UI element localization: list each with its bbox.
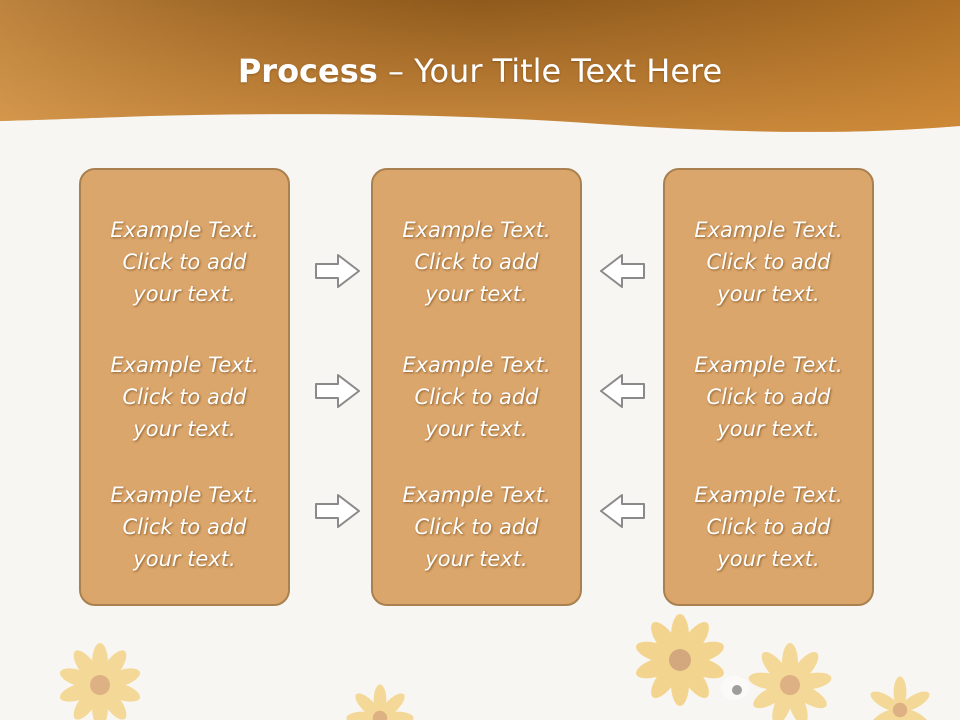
- text-placeholder[interactable]: Example Text. Click to add your text.: [402, 353, 551, 441]
- process-box-center[interactable]: Example Text. Click to add your text. Ex…: [371, 168, 582, 606]
- title-banner: [0, 0, 960, 132]
- title-bold: Process: [237, 52, 378, 90]
- process-box-right[interactable]: Example Text. Click to add your text. Ex…: [663, 168, 874, 606]
- text-placeholder[interactable]: Example Text. Click to add your text.: [694, 483, 843, 571]
- text-placeholder[interactable]: Example Text. Click to add your text.: [694, 353, 843, 441]
- text-placeholder[interactable]: Example Text. Click to add your text.: [110, 218, 259, 306]
- right-arrow-icon: [315, 254, 360, 288]
- slide-title[interactable]: Process – Your Title Text Here: [0, 52, 960, 90]
- process-box-left[interactable]: Example Text. Click to add your text. Ex…: [79, 168, 290, 606]
- right-arrow-icon: [315, 494, 360, 528]
- decorative-flowers: [59, 614, 930, 720]
- left-arrow-icon: [600, 494, 645, 528]
- right-arrow-icon: [315, 374, 360, 408]
- text-placeholder[interactable]: Example Text. Click to add your text.: [402, 483, 551, 571]
- text-placeholder[interactable]: Example Text. Click to add your text.: [402, 218, 551, 306]
- text-placeholder[interactable]: Example Text. Click to add your text.: [110, 483, 259, 571]
- text-placeholder[interactable]: Example Text. Click to add your text.: [110, 353, 259, 441]
- left-arrow-icon: [600, 374, 645, 408]
- text-placeholder[interactable]: Example Text. Click to add your text.: [694, 218, 843, 306]
- left-arrow-icon: [600, 254, 645, 288]
- title-rest: – Your Title Text Here: [377, 52, 723, 90]
